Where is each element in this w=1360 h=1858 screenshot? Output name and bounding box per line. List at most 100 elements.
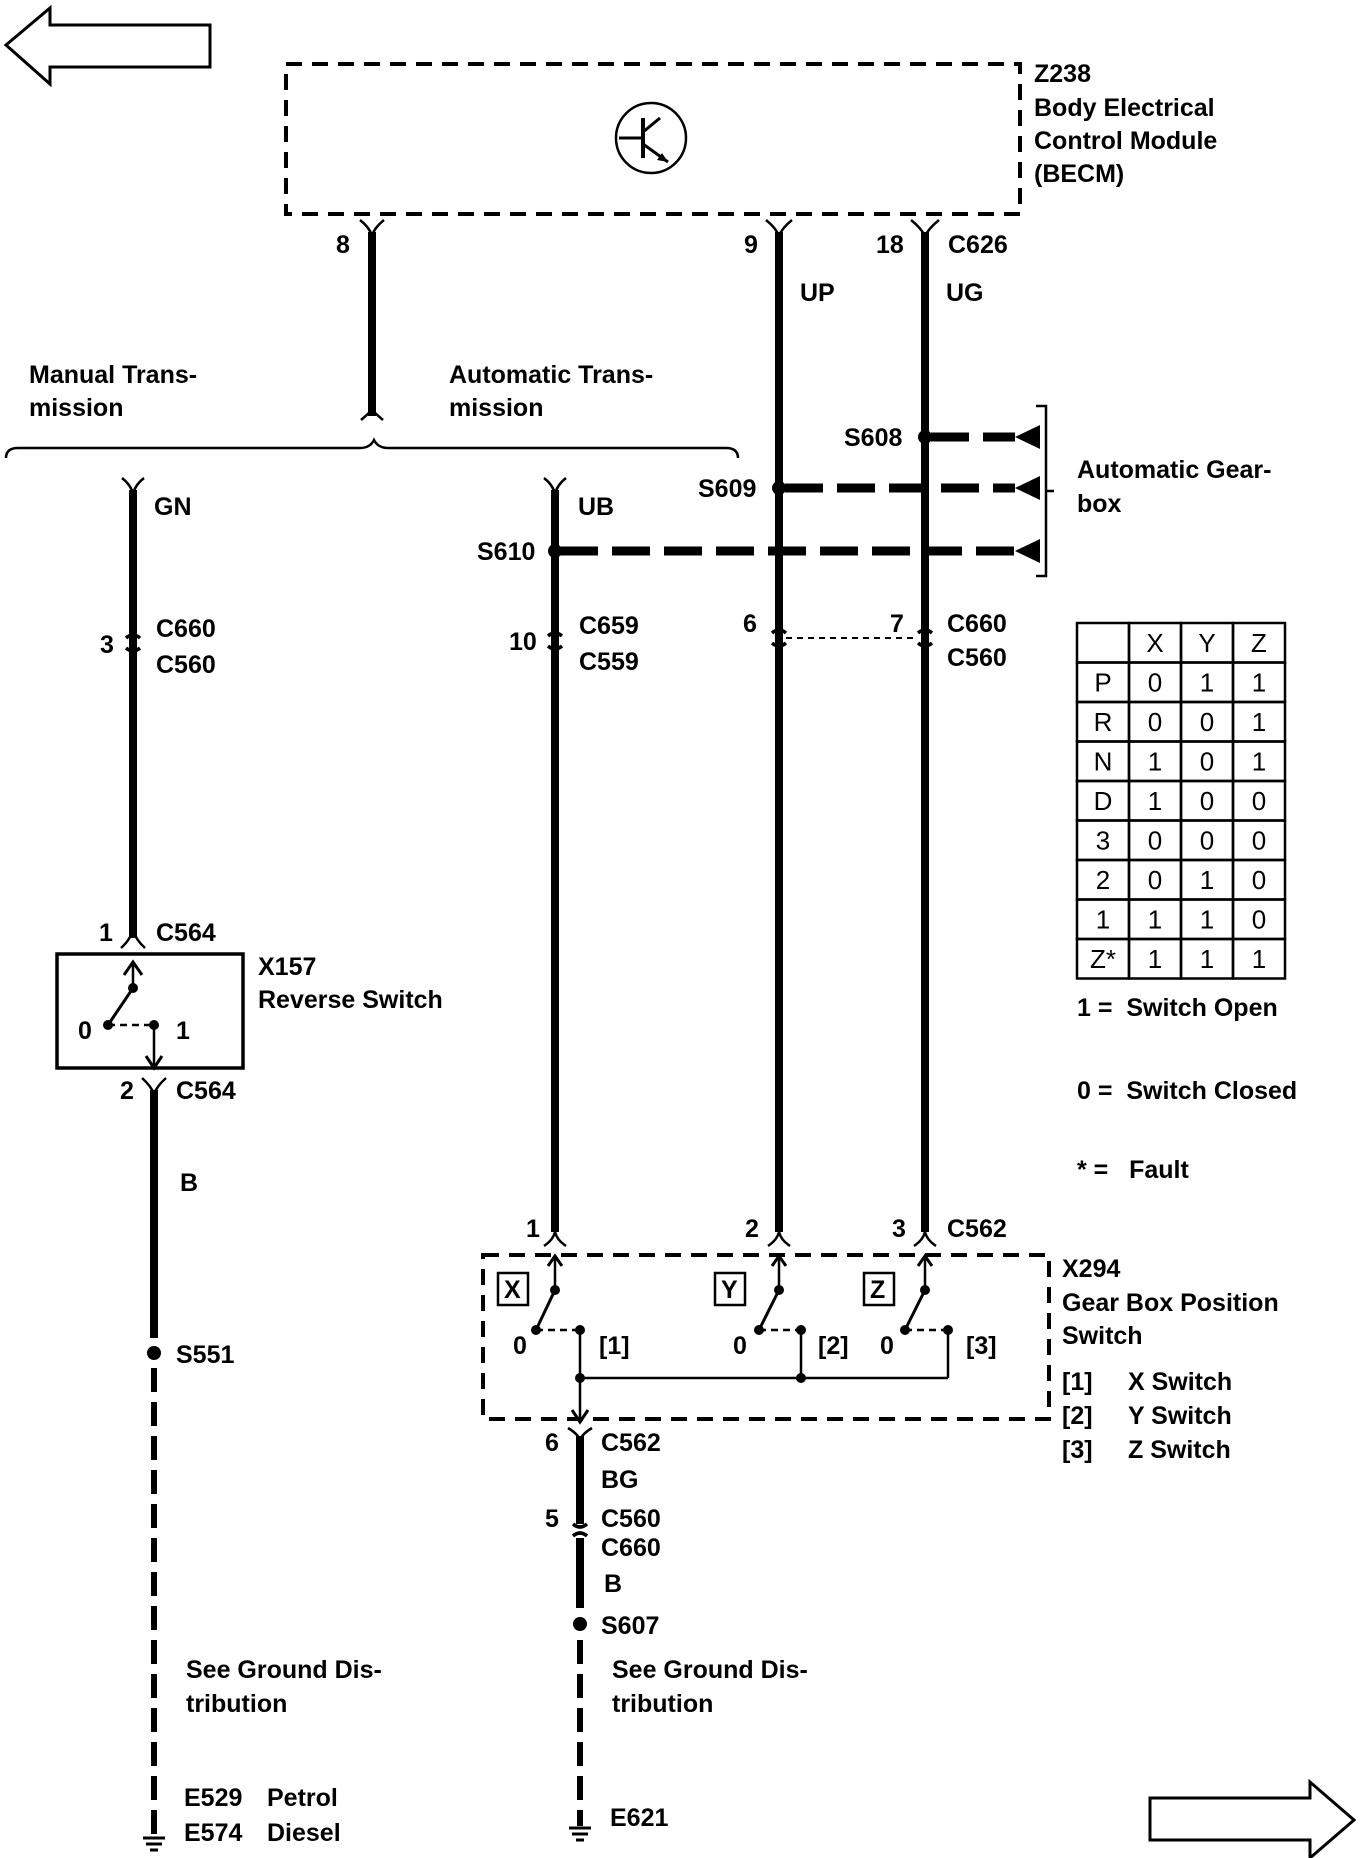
manual-transmission-label-2: mission xyxy=(29,394,123,422)
pin-1-c562: 1 xyxy=(526,1215,540,1243)
becm-connector-c626: C626 xyxy=(948,231,1008,259)
wire-color-ug: UG xyxy=(946,279,984,307)
ground-e574: E574 xyxy=(184,1819,242,1847)
switch-x-pos-0: 0 xyxy=(513,1332,527,1360)
table-value-cell: 0 xyxy=(1200,786,1214,816)
table-value-cell: 1 xyxy=(1200,944,1214,974)
connector-c660-ground: C660 xyxy=(601,1534,661,1562)
ground-distribution-manual-1: See Ground Dis- xyxy=(186,1656,382,1684)
pin-10: 10 xyxy=(509,628,537,656)
becm-id: Z238 xyxy=(1034,60,1091,88)
legend-ref-3: [3] xyxy=(1062,1436,1093,1464)
connector-c660-c560-manual xyxy=(124,633,142,653)
ground-petrol: Petrol xyxy=(267,1784,338,1812)
table-value-cell: 0 xyxy=(1200,747,1214,777)
table-value-cell: 1 xyxy=(1200,905,1214,935)
key-fault: * = Fault xyxy=(1077,1156,1190,1184)
pin-6-c562: 6 xyxy=(545,1429,559,1457)
table-header-cell: X xyxy=(1146,628,1163,658)
gearbox-bracket xyxy=(1036,404,1054,578)
manual-transmission-label-1: Manual Trans- xyxy=(29,361,197,389)
wire-color-ub: UB xyxy=(578,493,614,521)
automatic-gearbox-label-2: box xyxy=(1077,490,1122,518)
position-switch-internals xyxy=(496,1253,953,1425)
switch-z-pos-0: 0 xyxy=(880,1332,894,1360)
table-value-cell: 1 xyxy=(1148,944,1162,974)
splice-s607: S607 xyxy=(601,1612,659,1640)
prev-page-arrow-icon[interactable] xyxy=(3,4,212,88)
table-value-cell: 0 xyxy=(1252,786,1266,816)
ground-icon xyxy=(569,1826,591,1842)
pin-2-c562: 2 xyxy=(745,1215,759,1243)
table-value-cell: 1 xyxy=(1252,707,1266,737)
splice-s610: S610 xyxy=(477,538,535,566)
ground-diesel: Diesel xyxy=(267,1819,341,1847)
becm-module-box xyxy=(284,62,1022,216)
table-value-cell: 0 xyxy=(1148,826,1162,856)
table-value-cell: 1 xyxy=(1148,786,1162,816)
switch-label-x: X xyxy=(504,1276,521,1304)
reverse-switch-pos-1: 1 xyxy=(176,1017,190,1045)
legend-ref-1: [1] xyxy=(1062,1368,1093,1396)
reverse-switch-id: X157 xyxy=(258,953,316,981)
table-value-cell: R xyxy=(1094,707,1113,737)
transistor-icon xyxy=(614,101,688,175)
becm-name-line3: (BECM) xyxy=(1034,160,1124,188)
ground-e621: E621 xyxy=(610,1804,668,1832)
reverse-switch xyxy=(55,952,245,1071)
connector-c659: C659 xyxy=(579,612,639,640)
table-value-cell: 1 xyxy=(1252,668,1266,698)
table-value-cell: 1 xyxy=(1148,905,1162,935)
table-value-cell: 0 xyxy=(1252,865,1266,895)
switch-label-y: Y xyxy=(721,1276,738,1304)
table-value-cell: 1 xyxy=(1252,944,1266,974)
table-value-cell: 0 xyxy=(1252,826,1266,856)
splice-s551: S551 xyxy=(176,1341,234,1369)
position-switch-name-1: Gear Box Position xyxy=(1062,1289,1279,1317)
connector-c560-auto: C560 xyxy=(947,644,1007,672)
connector-c560-manual: C560 xyxy=(156,651,216,679)
becm-pin-18: 18 xyxy=(876,231,904,259)
table-value-cell: 1 xyxy=(1200,668,1214,698)
table-value-cell: 1 xyxy=(1200,865,1214,895)
switch-ref-3: [3] xyxy=(966,1332,997,1360)
becm-name-line2: Control Module xyxy=(1034,127,1217,155)
connector-c564-top: C564 xyxy=(156,919,216,947)
table-value-cell: 2 xyxy=(1096,865,1110,895)
table-value-cell: 0 xyxy=(1148,668,1162,698)
table-value-cell: P xyxy=(1094,668,1111,698)
key-switch-open: 1 = Switch Open xyxy=(1077,994,1278,1022)
table-header-cell: Y xyxy=(1198,628,1215,658)
ground-icon xyxy=(143,1836,165,1852)
wire-color-bg: BG xyxy=(601,1466,639,1494)
switch-ref-2: [2] xyxy=(818,1332,849,1360)
switch-ref-1: [1] xyxy=(599,1332,630,1360)
connector-c562-bottom: C562 xyxy=(601,1429,661,1457)
pin-5: 5 xyxy=(545,1505,559,1533)
table-value-cell: 0 xyxy=(1148,707,1162,737)
table-value-cell: 1 xyxy=(1252,747,1266,777)
key-switch-closed: 0 = Switch Closed xyxy=(1077,1077,1297,1105)
table-value-cell: 1 xyxy=(1148,747,1162,777)
wire-color-b-manual: B xyxy=(180,1169,198,1197)
pin-2-c564: 2 xyxy=(120,1077,134,1105)
legend-name-3: Z Switch xyxy=(1128,1436,1231,1464)
legend-ref-2: [2] xyxy=(1062,1402,1093,1430)
becm-pin-8: 8 xyxy=(336,231,350,259)
becm-pin-9: 9 xyxy=(744,231,758,259)
table-value-cell: D xyxy=(1094,786,1113,816)
table-value-cell: 0 xyxy=(1200,707,1214,737)
connector-c560-ground: C560 xyxy=(601,1505,661,1533)
connector-c660-manual: C660 xyxy=(156,615,216,643)
next-page-arrow-icon[interactable] xyxy=(1148,1778,1357,1858)
table-cell xyxy=(1075,621,1131,664)
transmission-brace xyxy=(4,437,740,459)
wire-color-b-auto: B xyxy=(604,1570,622,1598)
pin-3-c562: 3 xyxy=(892,1215,906,1243)
reverse-switch-pos-0: 0 xyxy=(78,1017,92,1045)
table-value-cell: 0 xyxy=(1200,826,1214,856)
pin-3: 3 xyxy=(100,631,114,659)
reverse-switch-name: Reverse Switch xyxy=(258,986,443,1014)
